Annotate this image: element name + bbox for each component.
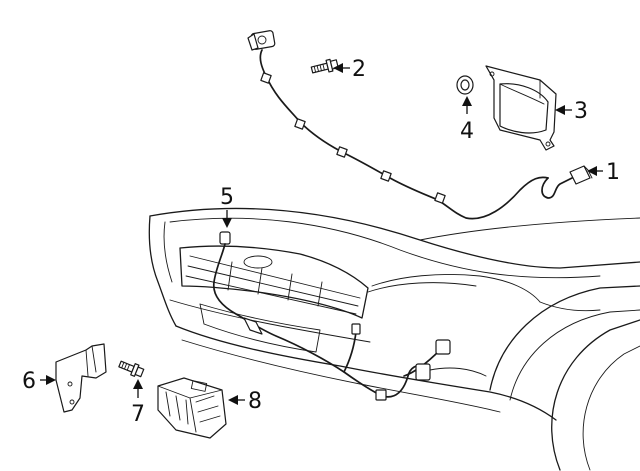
arrow-down-icon bbox=[222, 218, 232, 228]
callout-label-6: 6 bbox=[22, 369, 36, 394]
callout-1: 1 bbox=[587, 160, 620, 185]
callout-label-3: 3 bbox=[574, 99, 588, 124]
arrow-left-icon bbox=[228, 395, 238, 405]
grommet-part bbox=[456, 75, 474, 95]
sensor-harness-front bbox=[212, 231, 451, 401]
radar-module-part bbox=[485, 65, 557, 151]
arrow-up-icon bbox=[462, 96, 472, 106]
control-unit-part bbox=[157, 377, 227, 439]
sensor-harness-upper bbox=[247, 30, 593, 220]
vehicle-front-outline bbox=[148, 207, 640, 471]
callout-label-8: 8 bbox=[248, 389, 262, 414]
callout-7: 7 bbox=[131, 379, 145, 427]
callout-3: 3 bbox=[555, 99, 588, 124]
callout-5: 5 bbox=[220, 185, 234, 228]
bolt-small-part bbox=[118, 360, 145, 378]
bolt-part bbox=[310, 58, 339, 74]
arrow-left-icon bbox=[555, 105, 565, 115]
callout-4: 4 bbox=[460, 96, 474, 144]
callout-2: 2 bbox=[333, 57, 366, 82]
arrow-left-icon bbox=[587, 166, 597, 176]
arrow-up-icon bbox=[133, 379, 143, 389]
callout-6: 6 bbox=[22, 369, 56, 394]
callout-label-4: 4 bbox=[460, 119, 474, 144]
mounting-bracket-part bbox=[55, 343, 107, 413]
callout-8: 8 bbox=[228, 389, 262, 414]
callout-label-5: 5 bbox=[220, 185, 234, 210]
arrow-left-icon bbox=[333, 63, 343, 73]
callout-label-1: 1 bbox=[606, 160, 620, 185]
arrow-right-icon bbox=[46, 375, 56, 385]
callout-label-7: 7 bbox=[131, 402, 145, 427]
callout-label-2: 2 bbox=[352, 57, 366, 82]
